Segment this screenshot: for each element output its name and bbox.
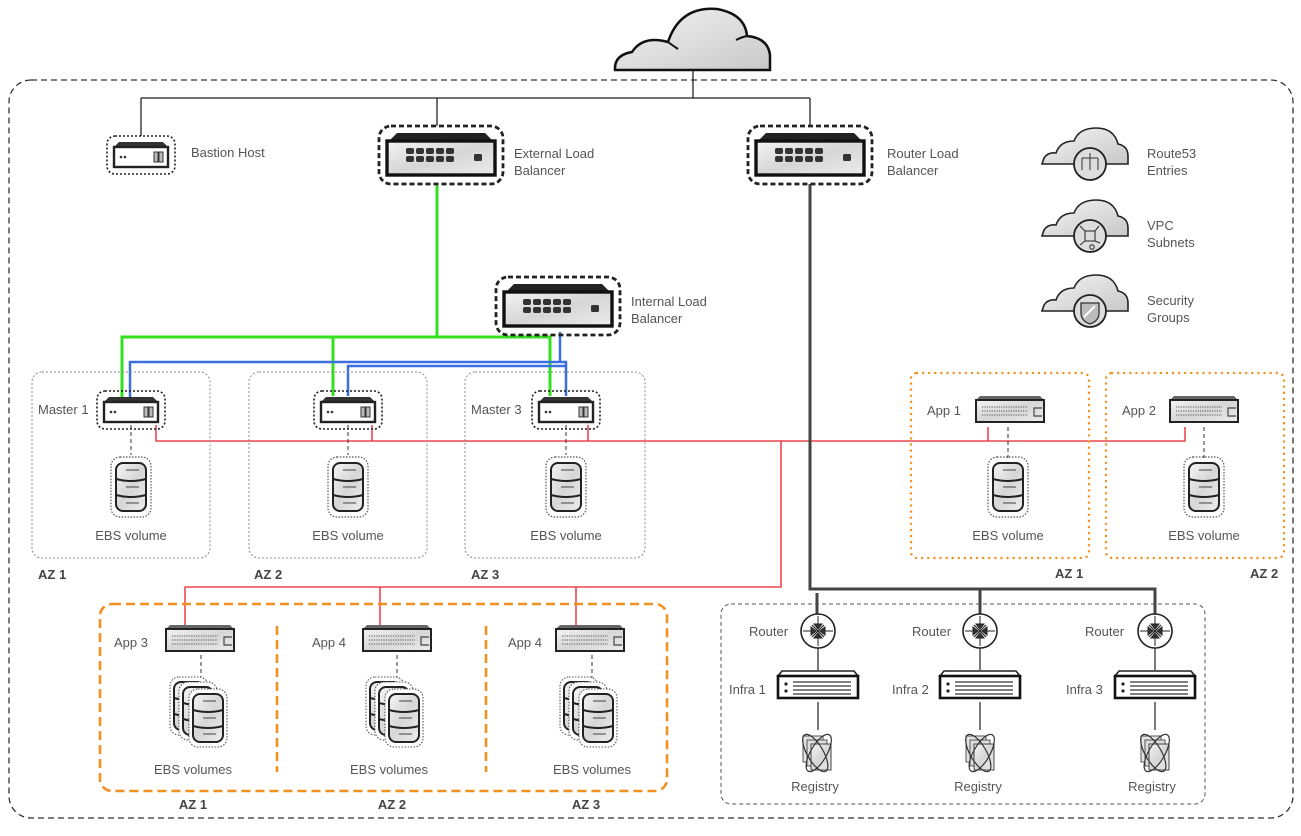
master-1-label: Master 1 <box>38 402 89 417</box>
app-3-volumes-label: EBS volumes <box>153 762 233 777</box>
app-1-label: App 1 <box>927 403 961 418</box>
registry-2-icon <box>960 730 1000 776</box>
bastion-label: Bastion Host <box>191 145 265 160</box>
master-az1-label: AZ 1 <box>38 567 67 582</box>
internal-lb-icon <box>494 275 622 337</box>
app-top-az2-label: AZ 2 <box>1250 566 1279 581</box>
router-2-label: Router <box>912 624 952 639</box>
app-2-volume-label: EBS volume <box>1168 528 1240 543</box>
registry-2-label: Registry <box>954 779 1002 794</box>
master-3-volume-label: EBS volume <box>530 528 602 543</box>
master-2-server-icon <box>312 389 384 431</box>
registry-1-icon <box>797 730 837 776</box>
external-lb-label-line2: Balancer <box>514 163 566 178</box>
route53-label-line1: Route53 <box>1147 146 1197 161</box>
internal-lb-links <box>128 332 568 399</box>
master-az1-zone <box>31 371 211 559</box>
app-4a-ebs-stack-icon <box>366 677 423 747</box>
master-az2-zone <box>248 371 428 559</box>
master-az3-zone <box>464 371 646 559</box>
security-groups-label-line2: Groups <box>1147 310 1190 325</box>
internet-cloud-icon <box>613 7 772 72</box>
vpc-boundary <box>8 79 1294 819</box>
app-4a-volumes-label: EBS volumes <box>349 762 429 777</box>
app-1-ebs-icon <box>987 456 1029 518</box>
infra-1-label: Infra 1 <box>729 682 766 697</box>
route53-cloud-icon <box>1041 127 1129 181</box>
internal-lb-label-line1: Internal Load <box>631 294 707 309</box>
external-lb-label-line1: External Load <box>514 146 595 161</box>
infra-2-label: Infra 2 <box>892 682 929 697</box>
app-1-server-icon <box>975 395 1045 423</box>
master-az3-label: AZ 3 <box>471 567 500 582</box>
security-groups-label-line1: Security <box>1147 293 1194 308</box>
router-2-icon <box>962 613 998 649</box>
registry-3-label: Registry <box>1128 779 1176 794</box>
infra-zone <box>720 603 1206 805</box>
vpc-subnets-label: VPC Subnets <box>1147 217 1195 251</box>
registry-3-icon <box>1135 730 1175 776</box>
master-1-volume-label: EBS volume <box>95 528 167 543</box>
app-4b-volumes-label: EBS volumes <box>552 762 632 777</box>
master-2-ebs-icon <box>327 456 369 518</box>
internal-lb-label-line2: Balancer <box>631 311 683 326</box>
master-3-server-icon <box>530 389 602 431</box>
internet-links <box>140 70 811 136</box>
app-3-server-icon <box>165 624 235 652</box>
registry-1-label: Registry <box>791 779 839 794</box>
bastion-server-icon <box>105 134 177 176</box>
app-4b-label: App 4 <box>508 635 542 650</box>
vpc-subnets-label-line1: VPC <box>1147 218 1174 233</box>
route53-label: Route53 Entries <box>1147 145 1196 179</box>
master-3-label: Master 3 <box>471 402 522 417</box>
app-4b-ebs-stack-icon <box>560 677 617 747</box>
master-az2-label: AZ 2 <box>254 567 283 582</box>
app-4b-server-icon <box>555 624 625 652</box>
app-1-volume-label: EBS volume <box>972 528 1044 543</box>
app-az2-zone <box>1104 371 1286 560</box>
router-1-label: Router <box>749 624 789 639</box>
app-2-label: App 2 <box>1122 403 1156 418</box>
router-1-icon <box>800 613 836 649</box>
app-bottom-az1-label: AZ 1 <box>178 797 208 812</box>
app-3-ebs-stack-icon <box>170 677 227 747</box>
app-network-links <box>155 425 1186 626</box>
app-4a-server-icon <box>362 624 432 652</box>
infra-3-server-icon <box>1113 669 1197 700</box>
master-3-ebs-icon <box>545 456 587 518</box>
router-lb-label-line2: Balancer <box>887 163 939 178</box>
security-group-cloud-icon <box>1041 274 1129 328</box>
router-lb-icon <box>746 124 874 186</box>
app-4a-label: App 4 <box>312 635 346 650</box>
app-bottom-az2-label: AZ 2 <box>377 797 407 812</box>
app-top-az1-label: AZ 1 <box>1055 566 1084 581</box>
external-lb-label: External Load Balancer <box>514 145 594 179</box>
infra-3-label: Infra 3 <box>1066 682 1103 697</box>
router-3-label: Router <box>1085 624 1125 639</box>
app-az1-zone <box>909 371 1091 560</box>
vpc-subnets-label-line2: Subnets <box>1147 235 1195 250</box>
master-1-ebs-icon <box>110 456 152 518</box>
internal-lb-label: Internal Load Balancer <box>631 293 707 327</box>
router-lb-label-line1: Router Load <box>887 146 959 161</box>
router-3-icon <box>1137 613 1173 649</box>
infra-1-server-icon <box>776 669 860 700</box>
app-bottom-az3-label: AZ 3 <box>571 797 601 812</box>
external-lb-icon <box>377 124 505 186</box>
app-2-server-icon <box>1169 395 1239 423</box>
app-3-label: App 3 <box>114 635 148 650</box>
app-bottom-zone <box>98 602 669 793</box>
app-2-ebs-icon <box>1183 456 1225 518</box>
master-2-volume-label: EBS volume <box>312 528 384 543</box>
infra-2-server-icon <box>938 669 1022 700</box>
router-lb-label: Router Load Balancer <box>887 145 959 179</box>
vpc-subnet-cloud-icon <box>1041 199 1129 253</box>
security-groups-label: Security Groups <box>1147 292 1194 326</box>
route53-label-line2: Entries <box>1147 163 1188 178</box>
